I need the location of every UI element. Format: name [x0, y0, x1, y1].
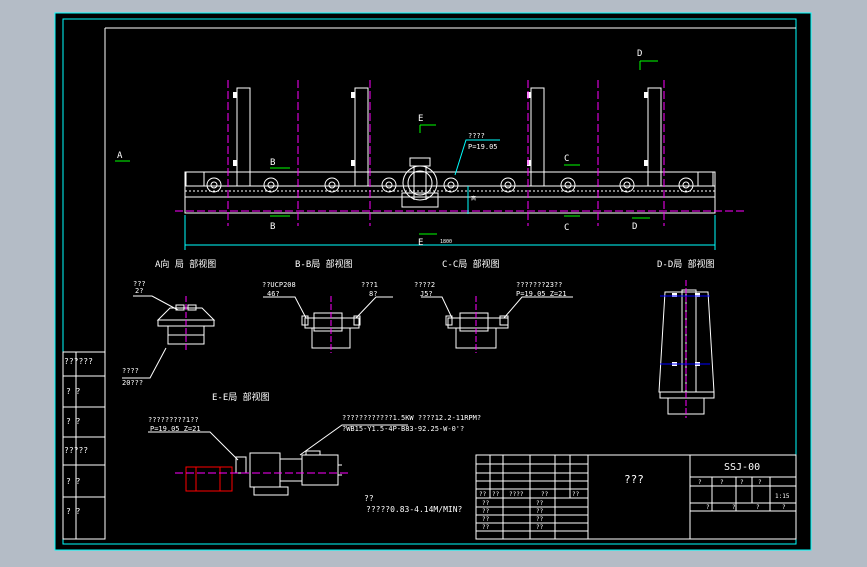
title-bottom-4: ?: [782, 504, 786, 511]
section-a-note-3: ????: [122, 367, 139, 375]
chain-note: ????: [468, 132, 485, 140]
footnote-title: ??: [364, 494, 374, 503]
center-lines: [175, 80, 745, 226]
section-mark-c-top: C: [564, 154, 569, 164]
section-mark-d-top: D: [637, 49, 642, 59]
drawing-frame: [62, 18, 797, 545]
section-mark-a: A: [117, 151, 123, 161]
section-e-note-2: P=19.05 Z=21: [150, 425, 201, 433]
sig-r1-5: ??: [572, 491, 580, 498]
section-view-d: D-D局 部视图: [657, 258, 715, 418]
section-e-note-1: ?????????1??: [148, 416, 199, 424]
sig-r2-1: ??: [482, 500, 490, 507]
section-c-note-3: ???????23??: [516, 281, 562, 289]
section-c-note-2: J5?: [420, 290, 433, 298]
drive-motor: [401, 157, 439, 208]
sig-r1-2: ??: [492, 491, 500, 498]
drawing-name: ???: [624, 473, 644, 486]
section-c-title: C-C局 部视图: [442, 258, 500, 270]
left-block-text-5: ? ?: [66, 477, 81, 486]
section-a-title: A向 局 部视图: [155, 258, 216, 270]
drawing-sheet: [54, 12, 812, 551]
section-view-b: B-B局 部视图 ??UCP208 46? ???1 8?: [262, 258, 393, 353]
title-block: [475, 454, 797, 540]
section-mark-e-bottom: E: [418, 238, 423, 248]
chain-pitch: P=19.05: [468, 143, 498, 151]
section-e-motor-1: ????????????1.5KW ????12.2-11RPM?: [342, 414, 481, 422]
bearing-units: [206, 177, 694, 193]
title-r1-3: ?: [740, 479, 744, 486]
section-b-note-4: 8?: [369, 290, 377, 298]
title-bottom-1: ?: [706, 504, 710, 511]
left-block-text-1: ??????: [64, 357, 93, 366]
left-block-text-2: ? ?: [66, 387, 81, 396]
sig-r2-2: ??: [536, 500, 544, 507]
section-view-e: E-E局 部视图 ?????????1?? P=19.05 Z=21 ?????…: [148, 391, 481, 496]
section-mark-b-top: B: [270, 158, 275, 168]
section-e-title: E-E局 部视图: [212, 391, 270, 403]
sig-r3-1: ??: [482, 508, 490, 515]
section-e-motor-2: ?WB15-Y1.5-4P-B83-92.25-W-0'?: [342, 425, 464, 433]
sig-r1-4: ??: [541, 491, 549, 498]
sig-r1-3: ????: [509, 491, 524, 498]
sig-r4-2: ??: [536, 516, 544, 523]
section-mark-e-top: E: [418, 114, 423, 124]
dimension-lines: [184, 139, 716, 250]
sig-r5-1: ??: [482, 524, 490, 531]
section-view-c: C-C局 部视图 ????2 J5? ???????23?? P=19.05 Z…: [414, 258, 573, 353]
upright-posts: [236, 87, 662, 187]
section-mark-c-bottom: C: [564, 223, 569, 233]
section-b-note-2: 46?: [267, 290, 280, 298]
title-r1-2: ?: [720, 479, 724, 486]
section-b-note-1: ??UCP208: [262, 281, 296, 289]
sig-r5-2: ??: [536, 524, 544, 531]
section-c-note-4: P=19.05 Z=21: [516, 290, 567, 298]
section-a-note-1: ???: [133, 280, 146, 288]
drawing-scale: 1:15: [775, 493, 790, 500]
section-d-title: D-D局 部视图: [657, 258, 715, 270]
title-bottom-3: ?: [756, 504, 760, 511]
section-mark-b-bottom: B: [270, 222, 275, 232]
left-block-text-4: ?????: [64, 446, 88, 455]
section-a-note-2: 2?: [135, 287, 143, 295]
section-a-note-4: 20???: [122, 379, 143, 387]
height-dimension: 高: [471, 195, 476, 202]
title-r1-1: ?: [698, 479, 702, 486]
left-revision-block: [62, 351, 106, 540]
section-mark-d-bottom: D: [632, 222, 637, 232]
section-view-a: A向 局 部视图 ??? 2? ???? 20???: [122, 258, 216, 387]
main-view: A B B C C D D E E ???? P=19.05 高 1800: [115, 49, 745, 250]
section-b-title: B-B局 部视图: [295, 258, 353, 270]
footnote-speed: ?????0.83-4.14M/MIN?: [366, 505, 463, 514]
section-b-note-3: ???1: [361, 281, 378, 289]
left-block-text-6: ? ?: [66, 507, 81, 516]
title-r1-4: ?: [758, 479, 762, 486]
sig-r1-1: ??: [479, 491, 487, 498]
drawing-code: SSJ-00: [724, 462, 760, 473]
title-bottom-2: ?: [732, 504, 736, 511]
sig-r4-1: ??: [482, 516, 490, 523]
length-dimension: 1800: [440, 239, 452, 245]
sig-r3-2: ??: [536, 508, 544, 515]
left-block-text-3: ? ?: [66, 417, 81, 426]
section-c-note-1: ????2: [414, 281, 435, 289]
